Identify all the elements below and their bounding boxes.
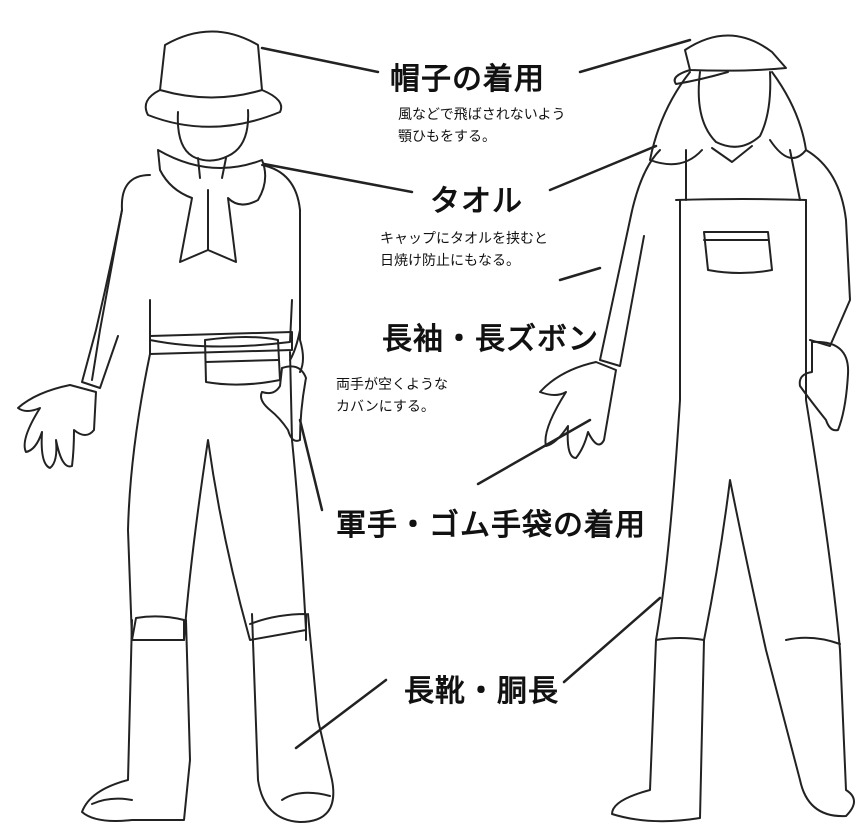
- leader-gloves-left: [298, 418, 324, 512]
- neck-scarf: [157, 149, 267, 263]
- leader-hat-right: [578, 38, 692, 74]
- left-boot-left: [81, 619, 191, 822]
- neck-towel: [649, 71, 807, 166]
- left-glove-left: [17, 384, 97, 469]
- leader-boots-right: [562, 596, 662, 684]
- leader-lines: [260, 38, 692, 750]
- left-figure: [17, 30, 335, 823]
- leader-gloves-right: [476, 418, 592, 486]
- label-towel-note-2: 日焼け防止にもなる。: [380, 253, 520, 269]
- label-boots-title: 長靴・胴長: [404, 674, 559, 709]
- left-torso: [91, 164, 301, 381]
- right-head: [697, 71, 772, 148]
- right-figure-right-arm: [805, 149, 851, 347]
- right-glove-left: [539, 361, 617, 459]
- leader-towel-right: [548, 144, 658, 192]
- belt: [149, 331, 293, 355]
- left-boot-right: [251, 613, 335, 823]
- label-towel-note-1: キャップにタオルを挟むと: [380, 231, 548, 247]
- leader-boots-left: [294, 678, 388, 750]
- label-sleeves-note-1: 両手が空くような: [336, 377, 448, 393]
- label-hat-title: 帽子の着用: [390, 62, 545, 97]
- left-pants: [127, 351, 307, 641]
- leader-hat-left: [260, 46, 380, 74]
- label-sleeves-title: 長袖・長ズボン: [382, 322, 599, 357]
- label-gloves-title: 軍手・ゴム手袋の着用: [336, 508, 646, 543]
- label-towel-title: タオル: [430, 184, 523, 219]
- right-glove-right: [798, 340, 850, 432]
- wader-bib: [675, 198, 807, 201]
- waders: [611, 199, 855, 823]
- label-hat-note-2: 顎ひもをする。: [398, 129, 496, 145]
- right-figure: [539, 34, 855, 823]
- label-sleeves-note-2: カバンにする。: [336, 399, 435, 415]
- cap: [684, 34, 787, 72]
- left-glove-right: [260, 365, 307, 442]
- left-head: [176, 109, 250, 162]
- bib-pocket: [703, 231, 773, 274]
- bucket-hat: [144, 30, 283, 128]
- leader-towel-left: [262, 162, 414, 194]
- leader-sleeves: [558, 266, 602, 282]
- label-hat-note-1: 風などで飛ばされないよう: [398, 107, 566, 123]
- right-figure-left-arm: [599, 149, 661, 367]
